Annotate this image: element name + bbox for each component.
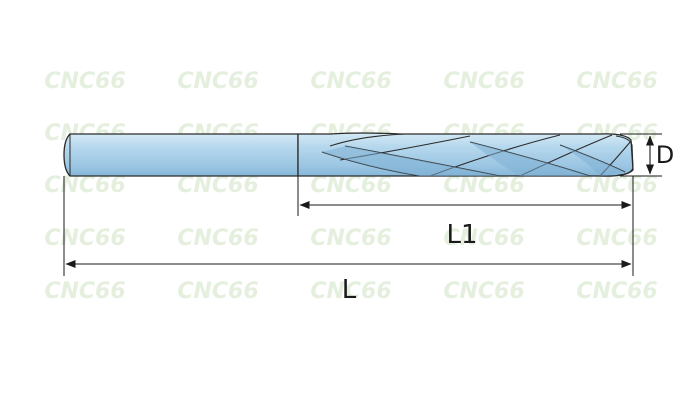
tool-tip <box>615 135 634 176</box>
watermark-text: CNC66 <box>576 279 657 304</box>
watermark-text: CNC66 <box>443 226 524 251</box>
watermark-text: CNC66 <box>44 173 125 198</box>
watermark-text: CNC66 <box>44 279 125 304</box>
watermark-text: CNC66 <box>443 279 524 304</box>
watermark-text: CNC66 <box>177 226 258 251</box>
watermark-text: CNC66 <box>44 69 125 94</box>
extension-lines <box>63 133 662 276</box>
label-flute-length: L1 <box>446 220 477 250</box>
watermark-text: CNC66 <box>310 226 391 251</box>
watermark-text: CNC66 <box>443 173 524 198</box>
watermark-text: CNC66 <box>310 69 391 94</box>
flute-shading <box>322 142 625 176</box>
watermark-text: CNC66 <box>310 279 391 304</box>
watermark-text: CNC66 <box>177 69 258 94</box>
watermark-text: CNC66 <box>177 279 258 304</box>
watermark-text: CNC66 <box>44 226 125 251</box>
watermark-text: CNC66 <box>576 173 657 198</box>
watermark-text: CNC66 <box>576 226 657 251</box>
label-diameter: D <box>656 141 674 169</box>
watermark-text: CNC66 <box>177 173 258 198</box>
reamer-tool <box>63 132 634 177</box>
label-overall-length: L <box>342 275 357 305</box>
shank <box>63 133 299 177</box>
watermark-text: CNC66 <box>443 69 524 94</box>
watermark-text: CNC66 <box>576 69 657 94</box>
watermark-text: CNC66 <box>310 173 391 198</box>
